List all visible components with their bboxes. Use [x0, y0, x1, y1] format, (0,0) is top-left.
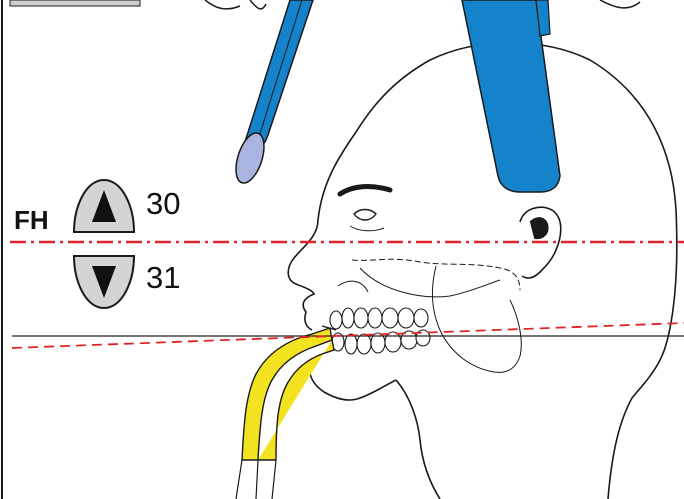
- chin-contour: [310, 360, 396, 400]
- upper-teeth: [330, 308, 428, 329]
- machine-top-detail: [205, 0, 240, 9]
- eye-lid: [350, 226, 384, 231]
- skull-nasal: [338, 281, 368, 292]
- neck-front: [396, 380, 440, 499]
- skull-maxilla: [360, 268, 500, 297]
- fh-up-button[interactable]: [70, 176, 138, 236]
- up-value: 30: [146, 188, 180, 219]
- down-value: 31: [146, 262, 180, 293]
- temple-support-left-edge: [258, 0, 302, 140]
- eye: [354, 210, 376, 221]
- ear-canal: [530, 218, 548, 239]
- bite-block-handle: [236, 460, 276, 499]
- fh-label: FH: [14, 207, 49, 233]
- fh-down-button[interactable]: [70, 252, 138, 312]
- up-button-shape: [70, 176, 138, 236]
- face-profile: [288, 220, 318, 330]
- machine-top-bar: [10, 0, 140, 6]
- skull-mandible: [433, 266, 522, 372]
- machine-top-detail-2: [250, 0, 266, 9]
- machine-top-detail-3: [600, 0, 640, 8]
- eyebrow: [340, 187, 390, 194]
- skull-zygoma: [352, 259, 520, 290]
- down-button-shape: [70, 252, 138, 312]
